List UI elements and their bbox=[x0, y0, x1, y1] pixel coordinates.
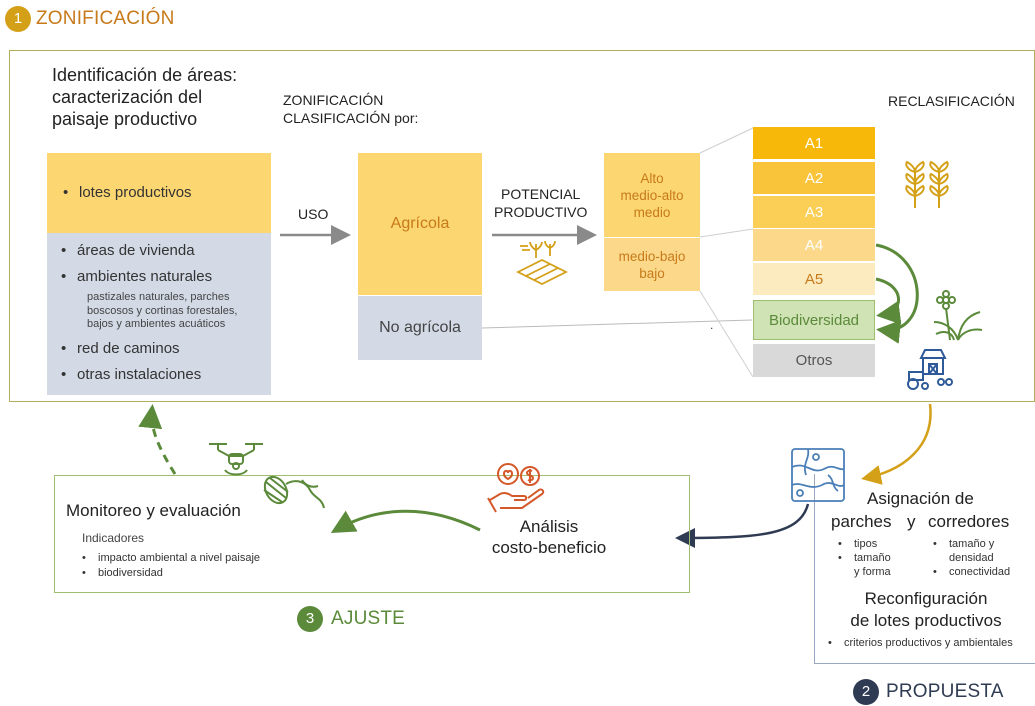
analisis-to-monitoreo-arrow bbox=[330, 509, 481, 533]
medio-bajo-label: medio-bajo bbox=[618, 248, 686, 264]
no-agricola-line bbox=[481, 319, 753, 329]
ambientes-naturales-item: ambientes naturales bbox=[61, 267, 212, 287]
stage-3-title: AJUSTE bbox=[331, 608, 406, 629]
heading-line-3: paisaje productivo bbox=[52, 109, 198, 129]
reconfig-line-1: Reconfiguración bbox=[864, 589, 988, 608]
parches-item-3-bullet-mask bbox=[838, 565, 850, 579]
red-caminos-item: red de caminos bbox=[61, 339, 201, 359]
class-a5-box: A5 bbox=[753, 263, 875, 295]
corredores-list: tamaño y densidad conectividad bbox=[933, 537, 1010, 579]
analisis-line-1: Análisis bbox=[519, 517, 579, 536]
class-a4-box: A4 bbox=[753, 229, 875, 261]
monitoreo-to-zonificacion-arrow bbox=[138, 404, 177, 475]
corredores-item-3: conectividad bbox=[933, 565, 1010, 579]
potencial-productivo-label: POTENCIAL PRODUCTIVO bbox=[494, 185, 587, 221]
farm-tractor-icon bbox=[907, 349, 953, 390]
indicador-item-2: biodiversidad bbox=[82, 566, 260, 581]
wheat-icon bbox=[905, 160, 949, 208]
parches-label: parches bbox=[831, 512, 892, 531]
analisis-label: Análisis costo-beneficio bbox=[484, 516, 614, 558]
stage-2-number: 2 bbox=[853, 679, 879, 705]
map-icon bbox=[791, 448, 845, 502]
indicadores-list: impacto ambiental a nivel paisaje biodiv… bbox=[82, 551, 260, 581]
propuesta-frame bbox=[814, 474, 1035, 664]
fan-line-bottom bbox=[699, 290, 754, 378]
alto-group-box: Alto medio-alto medio bbox=[604, 153, 700, 237]
potencial-line-2: PRODUCTIVO bbox=[494, 204, 588, 220]
ambientes-detail-line-1: pastizales naturales, parches bbox=[87, 291, 230, 303]
otras-instalaciones-item: otras instalaciones bbox=[61, 365, 201, 385]
otros-box: Otros bbox=[753, 344, 875, 377]
parches-item-2: tamaño bbox=[838, 551, 891, 565]
biodiversidad-box: Biodiversidad bbox=[753, 300, 875, 340]
heading-line-2: caracterización del bbox=[52, 87, 203, 107]
fan-line-mid bbox=[699, 228, 754, 238]
medio-alto-label: medio-alto bbox=[620, 187, 684, 203]
agricola-box: Agrícola bbox=[358, 153, 482, 295]
class-a1-box: A1 bbox=[753, 127, 875, 159]
indicador-item-1: impacto ambiental a nivel paisaje bbox=[82, 551, 260, 566]
zon-heading-line-1: ZONIFICACIÓN bbox=[283, 92, 384, 108]
uso-label: USO bbox=[298, 206, 329, 222]
a5-to-bio-arrow bbox=[875, 277, 902, 325]
parches-item-1: tipos bbox=[838, 537, 891, 551]
criterios-item: criterios productivos y ambientales bbox=[828, 637, 1013, 649]
stage-1-title: ZONIFICACIÓN bbox=[36, 8, 175, 29]
class-a3-box: A3 bbox=[753, 196, 875, 228]
reclasificacion-heading: RECLASIFICACIÓN bbox=[888, 93, 1015, 109]
drone-icon bbox=[209, 443, 263, 476]
reconfiguracion-label: Reconfiguración de lotes productivos bbox=[828, 588, 1024, 632]
corredores-item-1: tamaño y bbox=[933, 537, 1010, 551]
insect-net-icon bbox=[263, 475, 325, 509]
flower-grass-icon bbox=[933, 290, 983, 341]
corredores-label: corredores bbox=[928, 512, 1010, 531]
identificacion-heading: Identificación de áreas: caracterización… bbox=[52, 64, 237, 130]
class-a2-box: A2 bbox=[753, 162, 875, 194]
alto-label: Alto bbox=[640, 170, 664, 186]
corredores-item-2-bullet-mask bbox=[933, 551, 945, 565]
potencial-line-1: POTENCIAL bbox=[500, 186, 581, 202]
lotes-productivos-item: lotes productivos bbox=[63, 184, 192, 201]
monitoreo-label: Monitoreo y evaluación bbox=[66, 501, 241, 520]
analisis-line-2: costo-beneficio bbox=[491, 538, 607, 557]
other-areas-box: áreas de vivienda ambientes naturales pa… bbox=[47, 233, 271, 395]
separator-dot: . bbox=[710, 318, 714, 332]
asignacion-label: Asignación de bbox=[867, 489, 974, 508]
reconfig-line-2: de lotes productivos bbox=[850, 611, 1002, 630]
stage-1-number: 1 bbox=[5, 6, 31, 32]
ambientes-detail: pastizales naturales, parches boscosos y… bbox=[87, 291, 237, 332]
stage-2-title: PROPUESTA bbox=[886, 681, 1004, 702]
a4-to-bio-arrow bbox=[875, 243, 919, 344]
ajuste-frame bbox=[54, 475, 690, 593]
medio-label: medio bbox=[633, 204, 671, 220]
parches-list: tipos tamaño y forma bbox=[838, 537, 891, 579]
indicadores-label: Indicadores bbox=[82, 531, 145, 545]
ambientes-detail-line-3: bajos y ambientes acuáticos bbox=[87, 318, 226, 330]
stage1-to-stage2-arrow bbox=[861, 403, 932, 485]
zon-heading-line-2: CLASIFICACIÓN por: bbox=[283, 110, 419, 126]
bajo-label: bajo bbox=[639, 265, 665, 281]
lotes-productivos-box: lotes productivos bbox=[47, 153, 271, 233]
no-agricola-box: No agrícola bbox=[358, 296, 482, 360]
stage2-to-analisis-arrow bbox=[675, 503, 810, 548]
areas-vivienda-item: áreas de vivienda bbox=[61, 241, 212, 261]
hand-coins-icon bbox=[487, 463, 545, 513]
stage-3-number: 3 bbox=[297, 606, 323, 632]
fan-line-top bbox=[699, 127, 754, 154]
bajo-group-box: medio-bajo bajo bbox=[604, 238, 700, 291]
zonificacion-clasificacion-heading: ZONIFICACIÓN CLASIFICACIÓN por: bbox=[283, 91, 418, 127]
criterios-list: criterios productivos y ambientales bbox=[828, 637, 1013, 649]
heading-line-1: Identificación de áreas: bbox=[52, 65, 238, 85]
y-label: y bbox=[907, 512, 916, 531]
ambientes-detail-line-2: boscosos y cortinas forestales, bbox=[87, 304, 238, 317]
field-plant-icon bbox=[515, 240, 569, 286]
